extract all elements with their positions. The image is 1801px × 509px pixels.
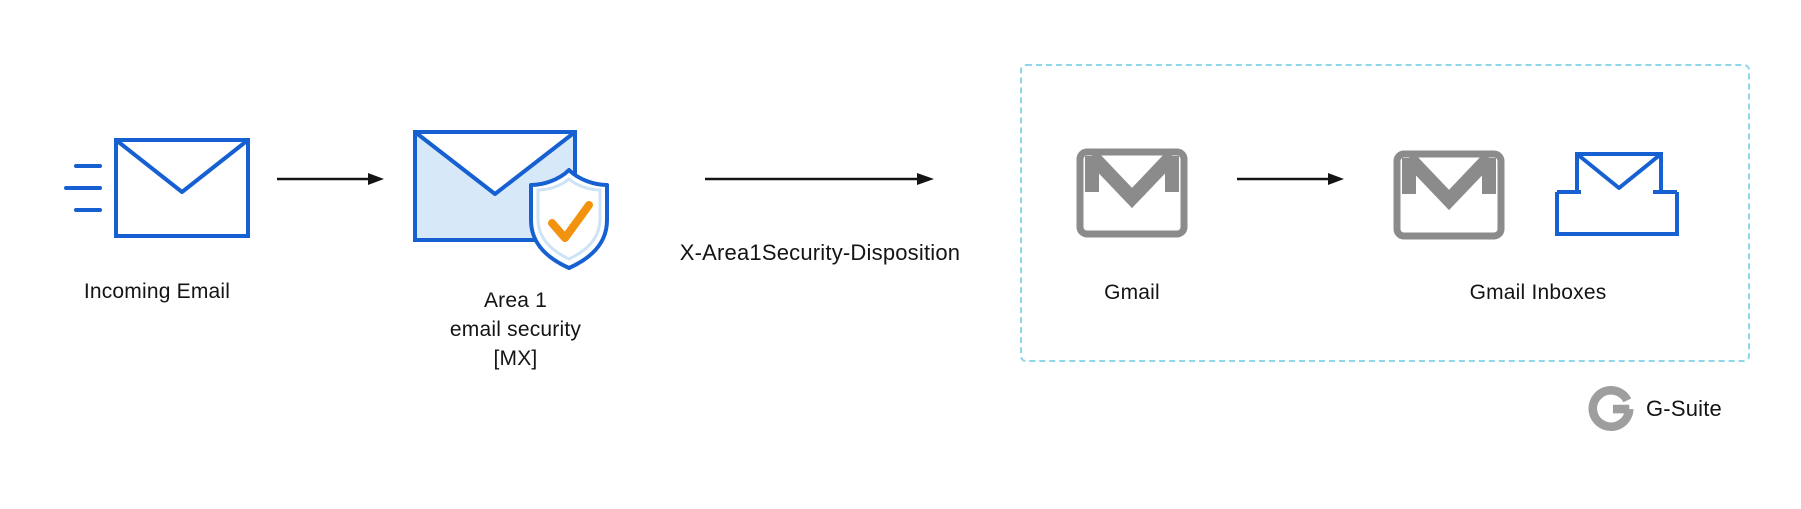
- gsuite-footer: G-Suite: [1588, 386, 1722, 432]
- gmail-inboxes-icons: [1393, 148, 1683, 240]
- disposition-header-label: X-Area1Security-Disposition: [679, 240, 961, 265]
- area1-node: Area 1 email security [MX]: [408, 128, 623, 373]
- gmail-node: Gmail: [1072, 148, 1192, 307]
- arrow-gmail-to-inboxes: [1237, 173, 1344, 185]
- area1-label: Area 1 email security [MX]: [450, 286, 581, 373]
- incoming-email-node: Incoming Email: [52, 136, 262, 306]
- google-g-logo-icon: [1588, 386, 1634, 432]
- speed-lines-icon: [64, 164, 102, 212]
- shield-check-icon: [528, 168, 609, 270]
- area1-label-line1: Area 1: [483, 289, 548, 312]
- gsuite-boundary-box: [1020, 64, 1750, 362]
- inbox-tray-envelope-icon: [1555, 152, 1679, 236]
- arrow-area1-to-gmail: [705, 173, 934, 185]
- gmail-label: Gmail: [1104, 281, 1160, 304]
- incoming-email-label: Incoming Email: [83, 280, 231, 303]
- arrow-incoming-to-area1: [277, 173, 384, 185]
- envelope-icon: [114, 138, 250, 238]
- gsuite-label: G-Suite: [1646, 396, 1722, 421]
- inbox-tray-icon: [1555, 190, 1679, 236]
- gmail-icon: [1076, 148, 1188, 238]
- gmail-inboxes-label: Gmail Inboxes: [1469, 281, 1607, 304]
- gmail-icon: [1393, 150, 1505, 240]
- area1-security-icon: [412, 130, 609, 270]
- incoming-email-icon: [64, 138, 250, 238]
- area1-label-line3: [MX]: [493, 347, 538, 370]
- gmail-inboxes-node: Gmail Inboxes: [1388, 148, 1688, 307]
- area1-label-line2: email security: [449, 318, 582, 341]
